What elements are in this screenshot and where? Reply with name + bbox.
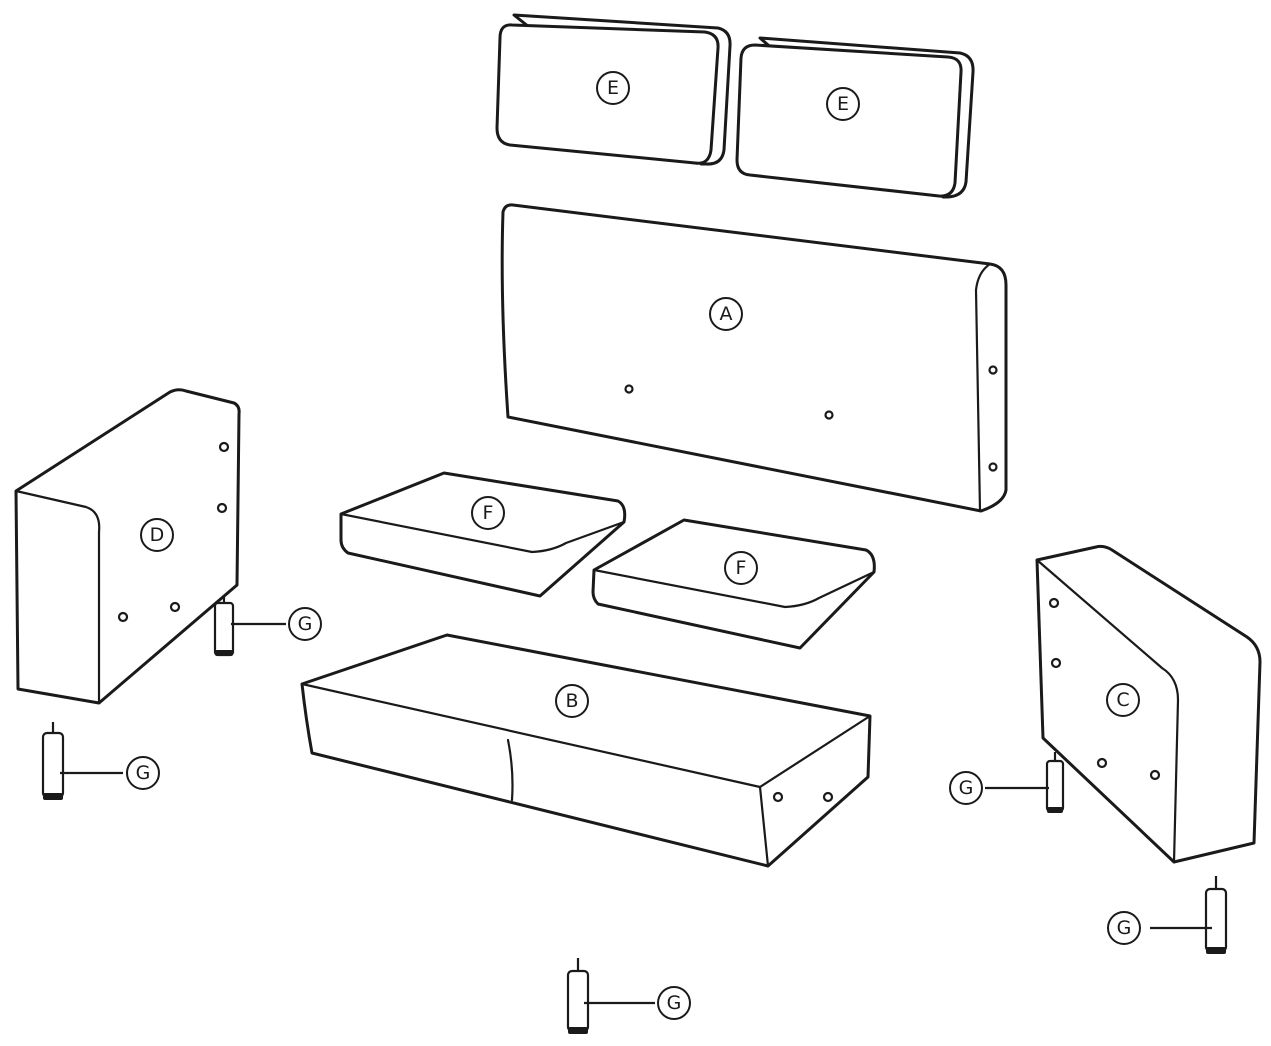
svg-text:C: C: [1116, 689, 1129, 711]
svg-text:G: G: [1117, 917, 1132, 939]
svg-text:B: B: [565, 690, 578, 712]
leg-2: G: [41, 722, 160, 800]
svg-text:A: A: [720, 303, 733, 325]
svg-text:E: E: [837, 93, 849, 115]
label-e-right: E: [826, 87, 860, 121]
label-g-3: G: [949, 771, 983, 805]
leg-4: G: [1107, 876, 1228, 954]
leg-1: G: [213, 597, 322, 657]
seat-cushion-left: F: [339, 471, 627, 598]
back-cushion-left: E: [495, 13, 732, 166]
label-f-right: F: [724, 551, 758, 585]
back-panel: A: [500, 203, 1008, 513]
arm-right: C: [1035, 544, 1262, 864]
leg-5: G: [566, 958, 691, 1034]
bolt-hole: [169, 601, 181, 613]
bolt-hole: [216, 502, 228, 514]
bolt-hole: [988, 365, 998, 375]
label-d: D: [140, 518, 174, 552]
svg-text:F: F: [483, 502, 494, 524]
bolt-hole: [624, 384, 634, 394]
label-c: C: [1106, 683, 1140, 717]
back-cushion-right: E: [735, 36, 975, 199]
base: B: [300, 633, 872, 868]
label-g-5: G: [657, 986, 691, 1020]
label-f-left: F: [471, 496, 505, 530]
bolt-hole: [988, 462, 998, 472]
bolt-hole: [1048, 597, 1060, 609]
svg-text:G: G: [136, 762, 151, 784]
svg-text:G: G: [298, 613, 313, 635]
label-g-1: G: [288, 607, 322, 641]
bolt-hole: [1149, 769, 1161, 781]
label-g-4: G: [1107, 911, 1141, 945]
bolt-hole: [772, 791, 784, 803]
svg-text:F: F: [736, 557, 747, 579]
svg-text:G: G: [959, 777, 974, 799]
bolt-hole: [218, 441, 230, 453]
bolt-hole: [824, 410, 834, 420]
label-a: A: [709, 297, 743, 331]
label-e-left: E: [596, 71, 630, 105]
svg-text:G: G: [667, 992, 682, 1014]
bolt-hole: [1050, 657, 1062, 669]
svg-text:E: E: [607, 77, 619, 99]
label-b: B: [555, 684, 589, 718]
seat-cushion-right: F: [591, 518, 876, 650]
bolt-hole: [1096, 757, 1108, 769]
label-g-2: G: [126, 756, 160, 790]
bolt-hole: [117, 611, 129, 623]
svg-text:D: D: [150, 524, 165, 546]
leg-3: G: [949, 752, 1065, 813]
arm-left: D: [14, 388, 241, 705]
bolt-hole: [822, 791, 834, 803]
